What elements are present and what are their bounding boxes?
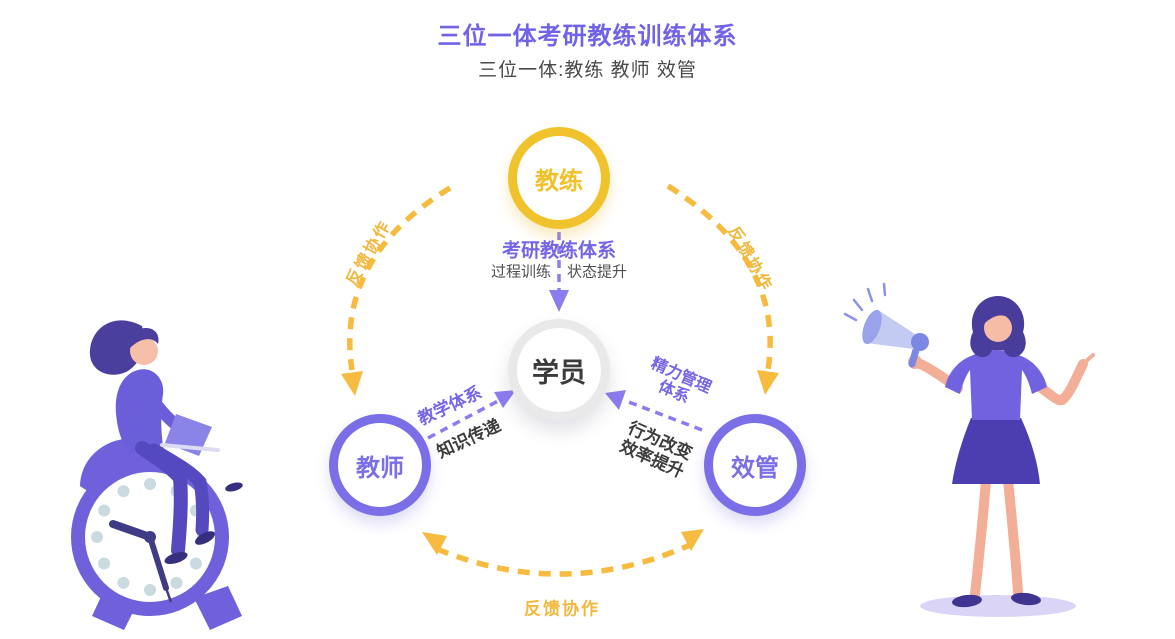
sound-lines [843,282,887,322]
node-teacher-label: 教师 [356,454,404,482]
arc-bottom [435,542,692,577]
standing-woman-figure [913,296,1095,608]
arrow-teacher-arrowhead [494,390,516,408]
arc-right [666,183,773,371]
arrow-coach-arrowhead [549,290,569,312]
page-title: 三位一体考研教练训练体系 [437,23,738,50]
node-manager: 效管 [704,414,806,516]
node-coach-label: 教练 [535,167,583,195]
sitting-woman-figure [89,320,243,565]
page-subtitle: 三位一体:教练 教师 效管 [478,60,697,81]
arc-bottom-right-arrowhead [681,529,704,551]
label-coach-system: 考研教练体系 [501,240,617,262]
laptop-icon [160,414,220,456]
alarm-clock-icon [71,438,242,630]
illustration-woman-with-megaphone [843,282,1095,617]
label-process-training: 过程训练 状态提升 [491,261,627,282]
arc-left [347,185,452,371]
node-student-label: 学员 [532,357,586,388]
illustration-woman-on-alarm-clock [71,320,243,630]
arc-label-bottom: 反馈协作 [524,599,600,619]
node-manager-label: 效管 [731,454,779,482]
megaphone-icon [843,282,929,369]
arrow-manager-arrowhead [605,390,626,410]
clock-hands [109,520,173,603]
node-coach: 教练 [508,127,610,229]
ground-shadow [920,595,1076,617]
node-student: 学员 [508,319,610,421]
label-process-training-right: 状态提升 [567,263,628,281]
arc-right-arrowhead [757,370,779,395]
arc-bottom-left-arrowhead [422,532,447,555]
node-teacher: 教师 [329,414,431,516]
arc-left-arrowhead [341,371,363,396]
label-process-training-left: 过程训练 [490,263,551,281]
